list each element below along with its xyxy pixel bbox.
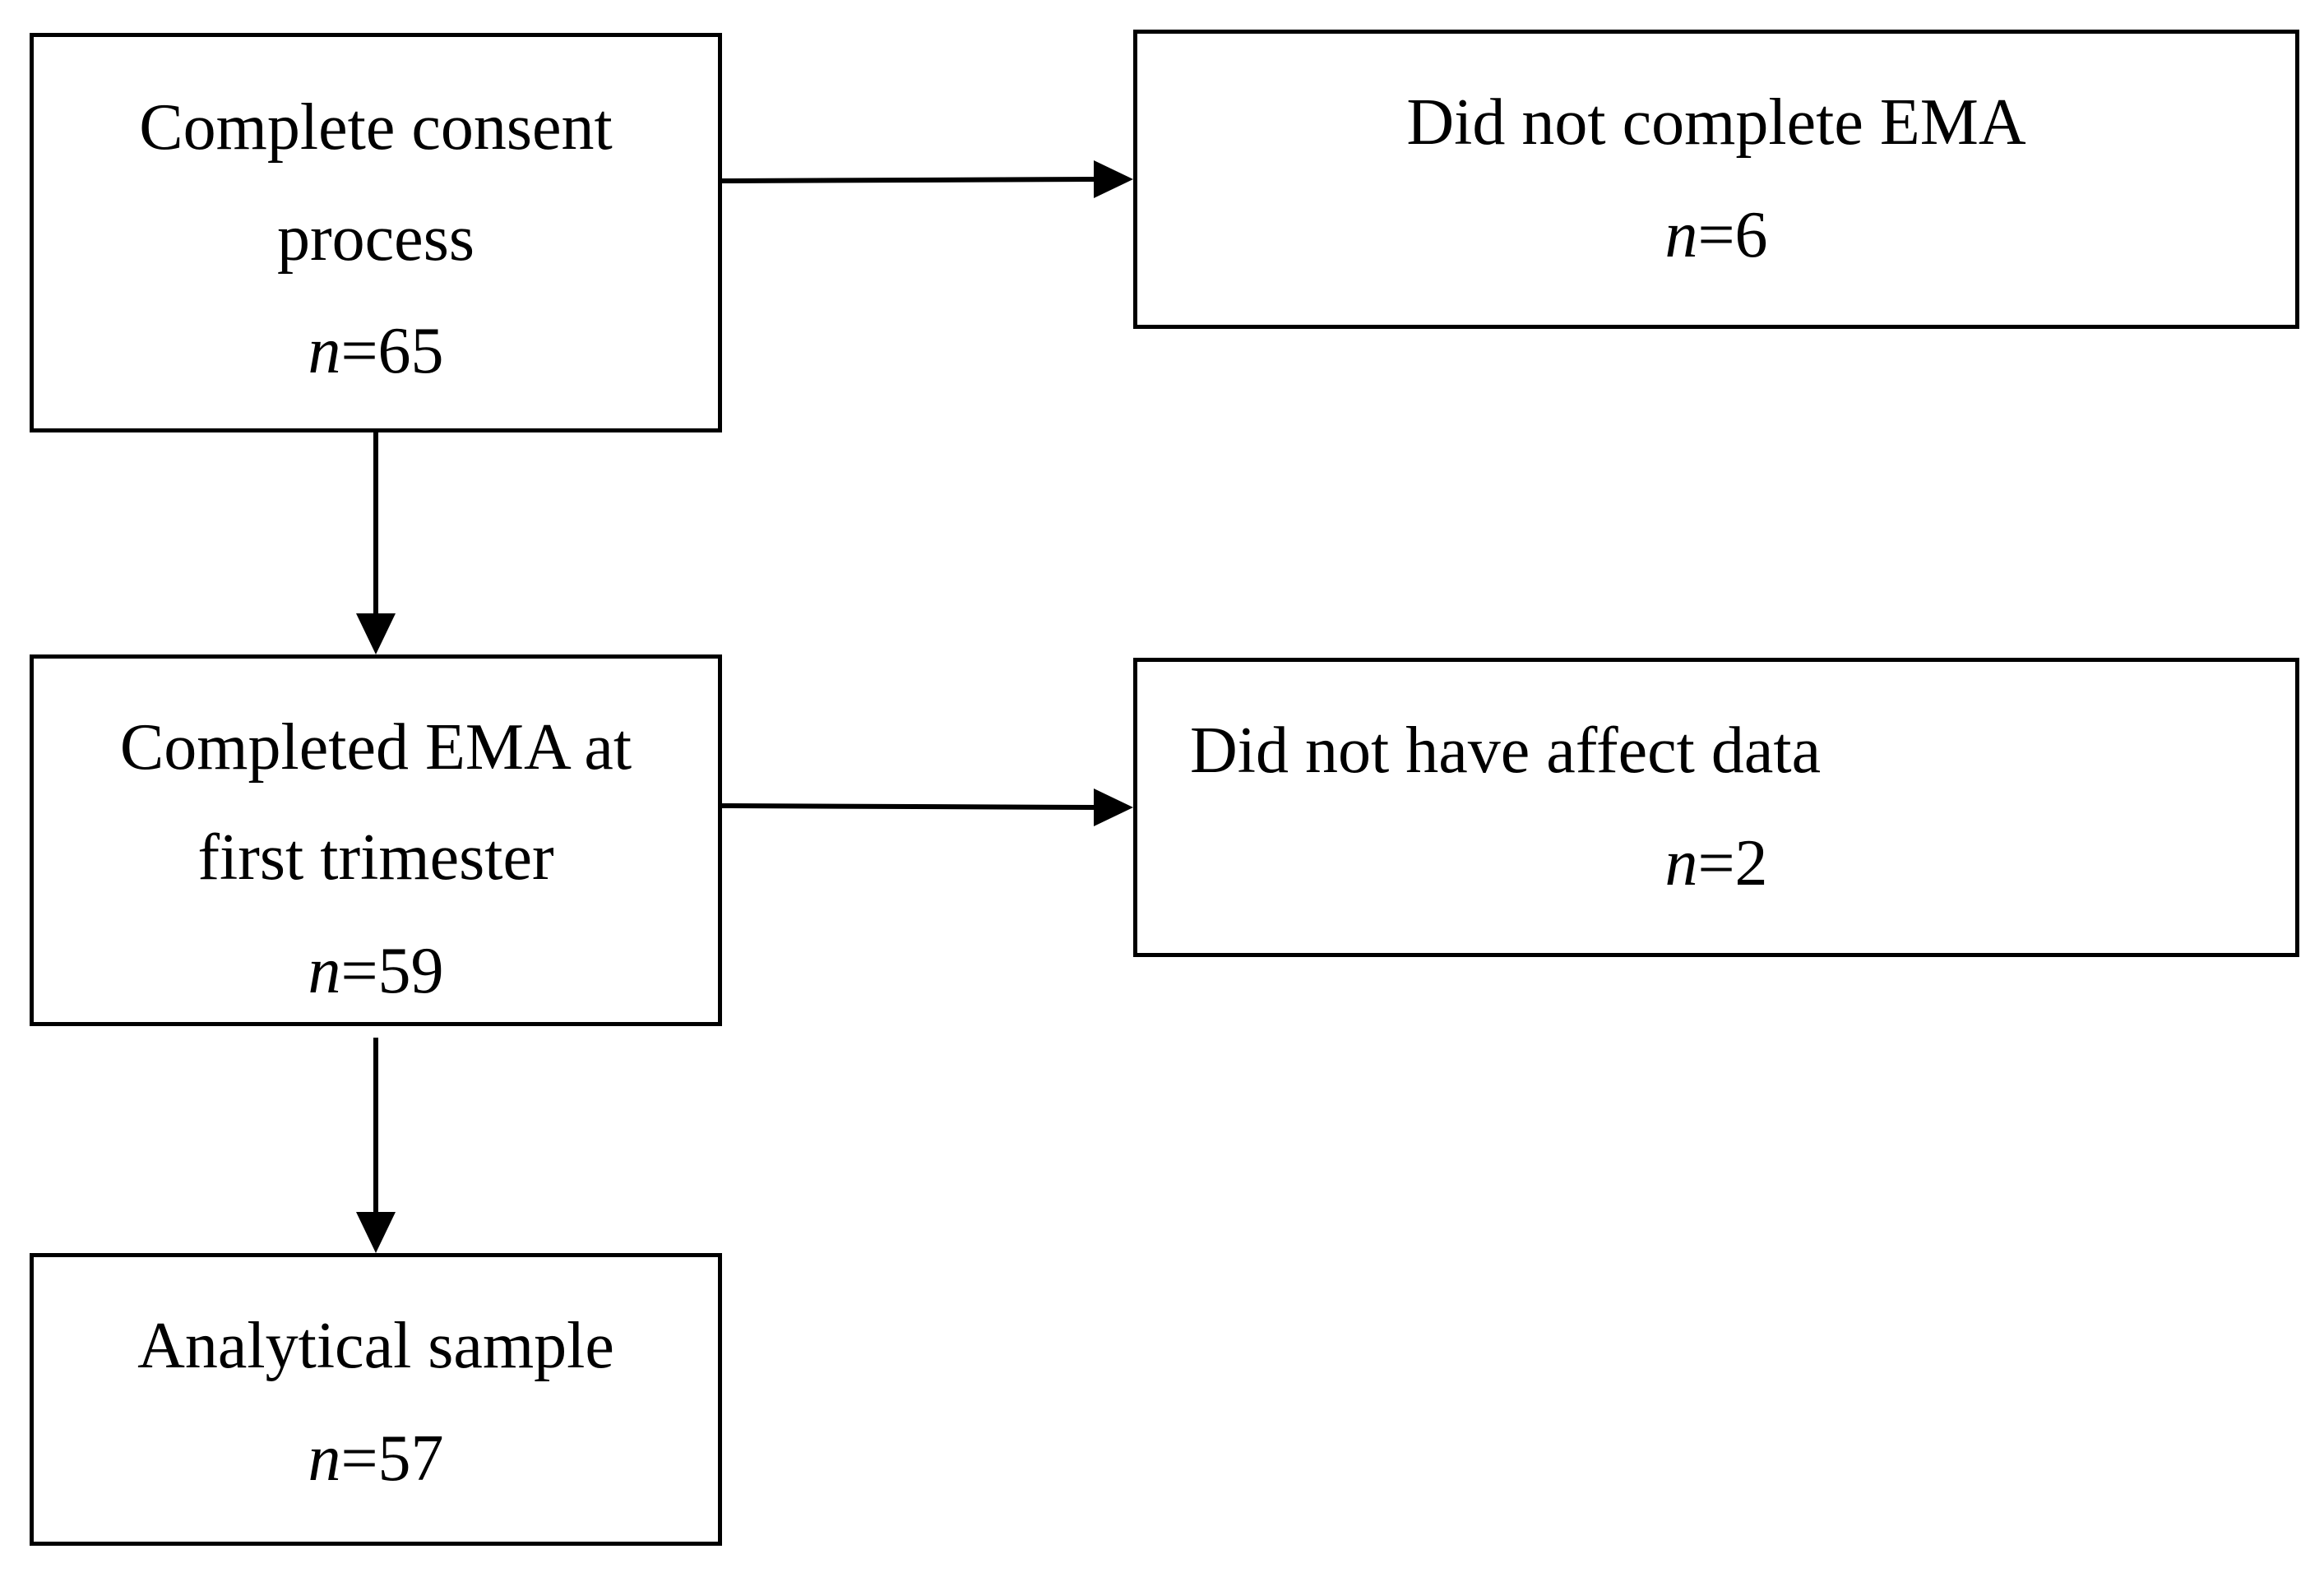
- box-no-affect-data-count: n=2: [1137, 830, 2295, 896]
- box-completed-ema: Completed EMA at first trimester n=59: [30, 654, 722, 1026]
- arrowhead-right-icon: [1094, 788, 1133, 826]
- count-value: =57: [340, 1422, 444, 1495]
- count-value: =2: [1697, 827, 1768, 899]
- box-completed-ema-line1: Completed EMA at: [119, 711, 632, 784]
- box-analytical-sample-count: n=57: [34, 1426, 718, 1491]
- arrow-completed-ema-to-no-affect-shaft: [721, 803, 1099, 810]
- n-symbol: n: [308, 1422, 341, 1495]
- box-complete-consent: Complete consent process n=65: [30, 33, 722, 432]
- arrowhead-down-icon: [356, 1212, 396, 1253]
- box-did-not-complete-ema: Did not complete EMA n=6: [1133, 30, 2299, 329]
- box-did-not-complete-ema-line1: Did not complete EMA: [1406, 86, 2026, 159]
- box-did-not-complete-ema-count: n=6: [1137, 202, 2295, 268]
- arrowhead-down-icon: [356, 613, 396, 654]
- count-value: =6: [1697, 199, 1768, 271]
- box-complete-consent-line1: Complete consent: [139, 91, 613, 164]
- n-symbol: n: [308, 935, 341, 1007]
- box-completed-ema-count: n=59: [34, 938, 718, 1004]
- box-no-affect-data: Did not have affect data n=2: [1133, 658, 2299, 957]
- box-complete-consent-count: n=65: [34, 318, 718, 384]
- arrow-consent-to-no-ema-shaft: [721, 177, 1099, 183]
- box-completed-ema-line2: first trimester: [197, 821, 554, 894]
- box-no-affect-data-line1: Did not have affect data: [1190, 715, 1822, 787]
- count-value: =65: [340, 315, 444, 387]
- arrowhead-right-icon: [1094, 160, 1133, 198]
- n-symbol: n: [308, 315, 341, 387]
- box-complete-consent-line2: process: [277, 202, 475, 275]
- box-analytical-sample: Analytical sample n=57: [30, 1253, 722, 1546]
- count-value: =59: [340, 935, 444, 1007]
- box-analytical-sample-line1: Analytical sample: [137, 1310, 614, 1382]
- n-symbol: n: [1664, 199, 1698, 271]
- n-symbol: n: [1664, 827, 1698, 899]
